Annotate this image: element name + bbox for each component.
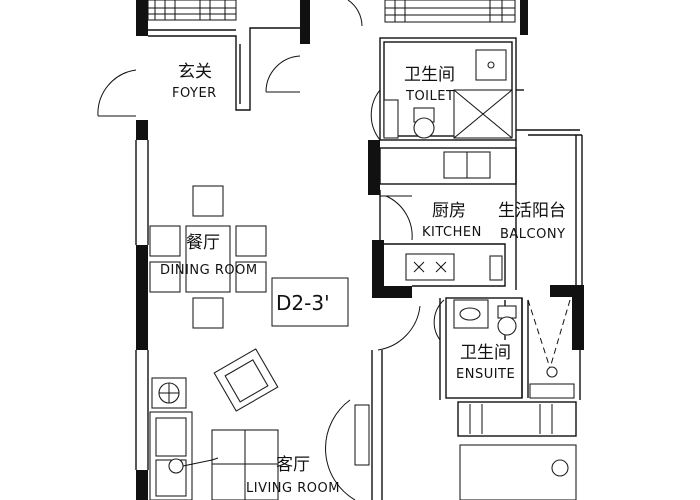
wall-segment [572,290,584,350]
sink-counter [383,99,399,139]
balcony-label-en: BALCONY [500,227,566,242]
drain-icon [546,366,558,378]
door-swing [433,299,445,341]
foyer-label-en: FOYER [172,86,217,101]
toilet-bowl [413,117,435,139]
ensuite-toilet-bowl [497,316,517,336]
kitchen-label-en: KITCHEN [422,225,482,240]
dining-label-en: DINING ROOM [160,263,258,278]
window-hatching [154,0,503,22]
door-swing [377,305,421,351]
wall-segment [520,0,528,35]
door-swing [370,89,381,141]
wall-segment [550,285,584,297]
wall-segment [300,0,310,44]
wall-segment [372,240,384,298]
door-swing [325,399,356,500]
ensuite-label-cn: 卫生间 [460,343,511,363]
dining-label-cn: 餐厅 [186,233,220,253]
foyer-label-cn: 玄关 [178,62,212,82]
dining-chair [149,225,181,257]
living-label-cn: 客厅 [276,455,310,475]
ensuite-basin [453,299,489,329]
dining-chair [235,261,267,293]
dining-table [185,225,231,293]
unit-tag-box [271,277,349,327]
dining-chair [149,261,181,293]
wall-segment [136,120,148,140]
stove [405,253,455,281]
stove-burners [413,261,447,273]
living-label-en: LIVING ROOM [246,481,340,496]
fridge [489,255,503,281]
wall-segment [368,140,380,195]
door-swing [97,69,137,117]
wall-segment [136,0,148,36]
door-swing [265,55,301,93]
wall-segment [384,286,412,298]
lamp-icon [551,459,569,477]
armchair [213,348,279,412]
kitchen-label-cn: 厨房 [432,201,466,221]
ensuite-label-en: ENSUITE [456,367,515,382]
person-figure [168,457,219,474]
door-swing [347,0,363,27]
toilet-label-cn: 卫生间 [404,65,455,85]
balcony-label-cn: 生活阳台 [498,201,566,221]
door-swing [385,195,413,241]
wall-segment [136,470,148,500]
dining-chair [192,185,224,217]
toilet-label-en: TOILET [405,89,454,104]
wall-segment [136,245,148,350]
dining-chair [192,297,224,329]
dining-chair [235,225,267,257]
unit-tag: D2-3' [276,291,330,315]
